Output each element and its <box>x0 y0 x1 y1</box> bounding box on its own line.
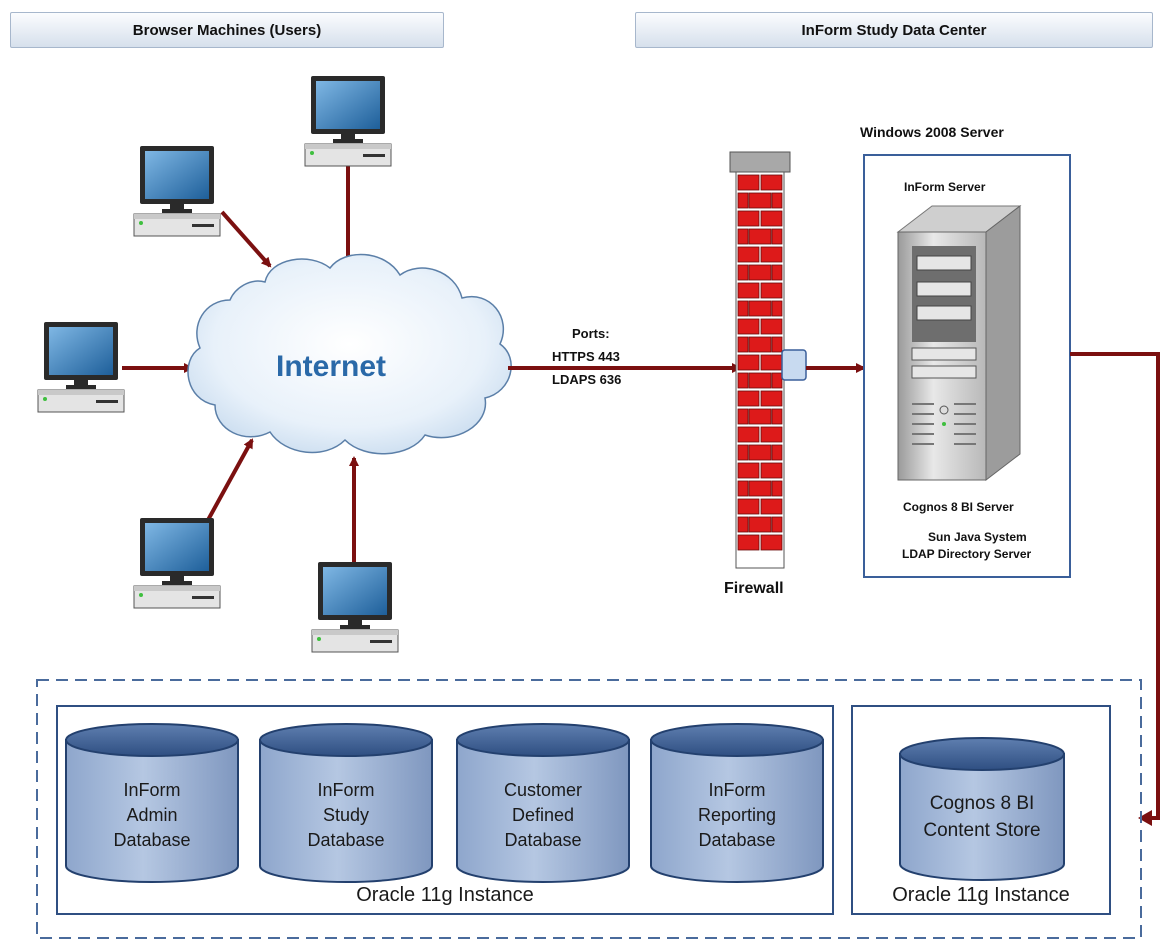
server-tower-icon <box>896 204 1022 482</box>
db-reporting-cylinder <box>650 723 824 883</box>
firewall-label: Firewall <box>724 580 784 597</box>
firewall <box>729 151 791 569</box>
firewall-brick <box>771 228 783 245</box>
firewall-brick <box>737 336 749 353</box>
ldap-label-line2: LDAP Directory Server <box>902 547 1032 561</box>
firewall-brick <box>748 264 772 281</box>
firewall-brick <box>748 300 772 317</box>
firewall-brick <box>748 408 772 425</box>
firewall-brick <box>771 408 783 425</box>
firewall-brick <box>760 426 783 443</box>
firewall-brick <box>760 462 783 479</box>
firewall-brick <box>748 480 772 497</box>
firewall-brick <box>737 354 760 371</box>
connector-server-to-content-store <box>1070 352 1160 820</box>
firewall-brick <box>771 300 783 317</box>
firewall-brick <box>760 210 783 227</box>
firewall-brick <box>760 174 783 191</box>
ports-title: Ports: <box>572 326 610 341</box>
firewall-brick <box>760 498 783 515</box>
pc-top <box>304 75 392 167</box>
firewall-brick <box>760 354 783 371</box>
firewall-brick <box>760 282 783 299</box>
internet-label: Internet <box>276 350 387 383</box>
db-study-cylinder <box>259 723 433 883</box>
cognos-server-label: Cognos 8 BI Server <box>903 500 1014 514</box>
header-data-center: InForm Study Data Center <box>635 12 1153 48</box>
firewall-brick <box>737 318 760 335</box>
arrow-pc-lower-left-to-internet <box>206 438 254 521</box>
firewall-brick <box>748 228 772 245</box>
pc-lower-left <box>133 517 221 609</box>
firewall-brick <box>771 192 783 209</box>
firewall-brick <box>737 408 749 425</box>
firewall-brick <box>737 444 749 461</box>
firewall-brick <box>748 192 772 209</box>
connector-arrowhead <box>1138 810 1152 826</box>
firewall-brick <box>737 282 760 299</box>
firewall-brick <box>748 336 772 353</box>
firewall-brick <box>737 462 760 479</box>
pc-upper-left <box>133 145 221 237</box>
arrow-pc-upper-left-to-internet <box>220 210 272 268</box>
firewall-brick <box>748 444 772 461</box>
firewall-brick <box>737 228 749 245</box>
oracle-instance-left-label: Oracle 11g Instance <box>356 884 534 906</box>
firewall-brick <box>771 264 783 281</box>
pc-bottom <box>311 561 399 653</box>
firewall-brick <box>760 318 783 335</box>
inform-server-label: InForm Server <box>904 180 986 194</box>
firewall-brick <box>737 480 749 497</box>
firewall-brick <box>737 210 760 227</box>
firewall-brick <box>771 444 783 461</box>
firewall-brick <box>737 246 760 263</box>
firewall-brick <box>760 246 783 263</box>
internet-cloud <box>187 253 512 455</box>
db-customer-cylinder <box>456 723 630 883</box>
ports-https: HTTPS 443 <box>552 349 620 364</box>
firewall-brick <box>771 480 783 497</box>
firewall-brick <box>737 174 760 191</box>
firewall-brick <box>737 534 760 551</box>
firewall-brick <box>771 336 783 353</box>
pc-left <box>37 321 125 413</box>
firewall-brick <box>737 192 749 209</box>
header-browser-machines: Browser Machines (Users) <box>10 12 444 48</box>
firewall-port <box>781 349 807 381</box>
db-admin-cylinder <box>65 723 239 883</box>
firewall-brick <box>737 516 749 533</box>
firewall-brick <box>737 264 749 281</box>
firewall-brick <box>760 390 783 407</box>
firewall-brick <box>737 372 749 389</box>
ldap-label-line1: Sun Java System <box>928 530 1027 544</box>
ports-ldaps: LDAPS 636 <box>552 372 622 387</box>
windows-server-label: Windows 2008 Server <box>860 124 1004 140</box>
firewall-brick <box>771 372 783 389</box>
firewall-brick <box>771 516 783 533</box>
firewall-brick <box>737 426 760 443</box>
oracle-instance-right-label: Oracle 11g Instance <box>892 884 1070 906</box>
content-store-cylinder <box>899 737 1065 881</box>
firewall-brick <box>737 498 760 515</box>
firewall-brick <box>748 372 772 389</box>
firewall-brick <box>737 300 749 317</box>
database-tier-container <box>36 679 1142 939</box>
firewall-brick <box>737 390 760 407</box>
firewall-brick <box>748 516 772 533</box>
firewall-brick <box>760 534 783 551</box>
